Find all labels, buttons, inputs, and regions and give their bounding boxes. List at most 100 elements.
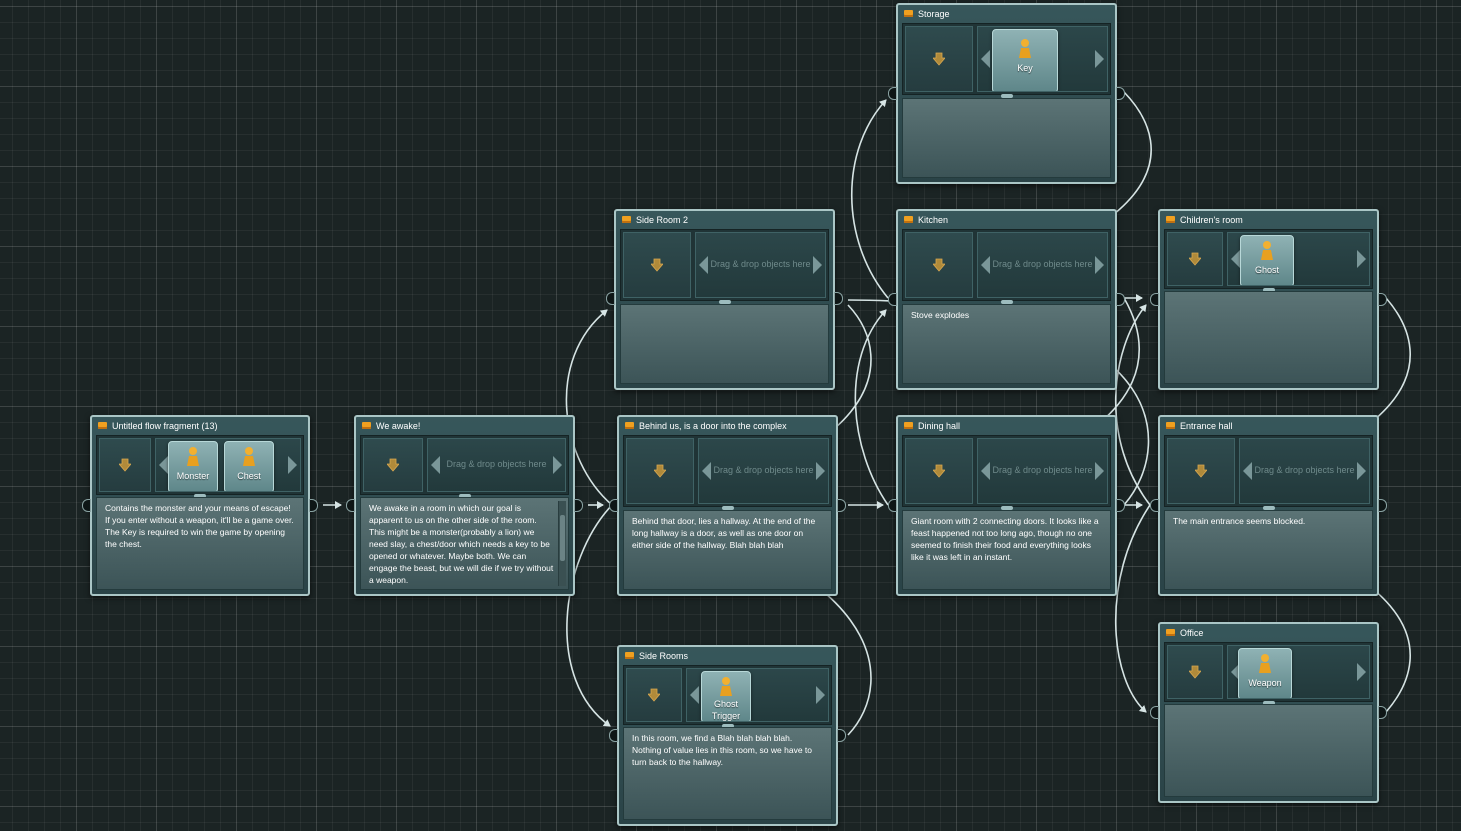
input-connector[interactable]	[1150, 706, 1159, 719]
resize-handle[interactable]	[1000, 94, 1013, 98]
scroll-left-icon[interactable]	[1231, 663, 1240, 681]
input-connector[interactable]	[346, 499, 355, 512]
input-pin-slot[interactable]	[363, 438, 423, 492]
scroll-left-icon[interactable]	[981, 462, 990, 480]
object-strip[interactable]: Weapon	[1227, 645, 1370, 699]
node-text[interactable]: Stove explodes	[902, 304, 1111, 384]
input-connector[interactable]	[888, 87, 897, 100]
input-connector[interactable]	[888, 293, 897, 306]
text-scrollbar[interactable]	[558, 501, 566, 586]
object-strip[interactable]: Key	[977, 26, 1108, 92]
resize-handle[interactable]	[1262, 506, 1275, 510]
scroll-right-icon[interactable]	[288, 456, 297, 474]
input-pin-slot[interactable]	[905, 26, 973, 92]
object-strip[interactable]: Ghost Trigger	[686, 668, 829, 722]
scroll-right-icon[interactable]	[1357, 462, 1366, 480]
input-pin-slot[interactable]	[1167, 438, 1235, 504]
node-kitchen[interactable]: Kitchen Drag & drop objects here Stove e…	[888, 209, 1125, 390]
pin-area[interactable]: Drag & drop objects here	[902, 435, 1111, 510]
pin-area[interactable]: Monster Chest	[96, 435, 304, 498]
pin-area[interactable]: Ghost	[1164, 229, 1373, 292]
scroll-left-icon[interactable]	[981, 256, 990, 274]
input-connector[interactable]	[82, 499, 91, 512]
node-text[interactable]: The main entrance seems blocked.	[1164, 510, 1373, 590]
object-chip-ghost-trigger[interactable]: Ghost Trigger	[701, 671, 751, 721]
object-chip-ghost[interactable]: Ghost	[1240, 235, 1294, 285]
input-pin-slot[interactable]	[1167, 232, 1223, 286]
node-text[interactable]	[902, 98, 1111, 178]
output-connector[interactable]	[837, 729, 846, 742]
object-strip[interactable]: Drag & drop objects here	[698, 438, 829, 504]
input-connector[interactable]	[888, 499, 897, 512]
node-text[interactable]	[620, 304, 829, 384]
object-strip[interactable]: Drag & drop objects here	[977, 232, 1108, 298]
scroll-left-icon[interactable]	[981, 50, 990, 68]
input-pin-slot[interactable]	[99, 438, 151, 492]
scroll-right-icon[interactable]	[1357, 250, 1366, 268]
object-strip[interactable]: Drag & drop objects here	[977, 438, 1108, 504]
output-connector[interactable]	[1116, 87, 1125, 100]
scroll-right-icon[interactable]	[1095, 462, 1104, 480]
input-pin-slot[interactable]	[1167, 645, 1223, 699]
resize-handle[interactable]	[194, 494, 206, 498]
scroll-right-icon[interactable]	[1357, 663, 1366, 681]
input-pin-slot[interactable]	[623, 232, 691, 298]
output-connector[interactable]	[574, 499, 583, 512]
pin-area[interactable]: Drag & drop objects here	[1164, 435, 1373, 510]
scroll-left-icon[interactable]	[431, 456, 440, 474]
input-pin-slot[interactable]	[626, 668, 682, 722]
pin-area[interactable]: Weapon	[1164, 642, 1373, 705]
output-connector[interactable]	[1378, 499, 1387, 512]
resize-handle[interactable]	[1000, 300, 1013, 304]
scroll-left-icon[interactable]	[159, 456, 168, 474]
input-pin-slot[interactable]	[905, 438, 973, 504]
scroll-left-icon[interactable]	[1243, 462, 1252, 480]
node-side-room-2[interactable]: Side Room 2 Drag & drop objects here	[606, 209, 843, 390]
node-dining-hall[interactable]: Dining hall Drag & drop objects here Gia…	[888, 415, 1125, 596]
output-connector[interactable]	[309, 499, 318, 512]
object-strip[interactable]: Drag & drop objects here	[427, 438, 566, 492]
pin-area[interactable]: Key	[902, 23, 1111, 98]
input-pin-slot[interactable]	[905, 232, 973, 298]
object-strip[interactable]: Drag & drop objects here	[695, 232, 826, 298]
node-storage[interactable]: Storage Key	[888, 3, 1125, 184]
scroll-right-icon[interactable]	[1095, 50, 1104, 68]
pin-area[interactable]: Drag & drop objects here	[360, 435, 569, 498]
output-connector[interactable]	[1116, 499, 1125, 512]
output-connector[interactable]	[1378, 706, 1387, 719]
node-text[interactable]	[1164, 704, 1373, 797]
object-chip-chest[interactable]: Chest	[224, 441, 274, 491]
node-text[interactable]: We awake in a room in which our goal is …	[360, 497, 569, 590]
node-text[interactable]: In this room, we find a Blah blah blah b…	[623, 727, 832, 820]
object-strip[interactable]: Ghost	[1227, 232, 1370, 286]
input-connector[interactable]	[606, 292, 615, 305]
resize-handle[interactable]	[721, 506, 734, 510]
scroll-thumb[interactable]	[560, 515, 565, 561]
node-text[interactable]	[1164, 291, 1373, 384]
resize-handle[interactable]	[458, 494, 471, 498]
node-text[interactable]: Behind that door, lies a hallway. At the…	[623, 510, 832, 590]
scroll-right-icon[interactable]	[816, 462, 825, 480]
input-connector[interactable]	[609, 499, 618, 512]
output-connector[interactable]	[1378, 293, 1387, 306]
node-untitled-flow-fragment[interactable]: Untitled flow fragment (13) Monster Ches…	[82, 415, 318, 596]
resize-handle[interactable]	[1000, 506, 1013, 510]
input-connector[interactable]	[1150, 293, 1159, 306]
scroll-left-icon[interactable]	[690, 686, 699, 704]
pin-area[interactable]: Ghost Trigger	[623, 665, 832, 728]
pin-area[interactable]: Drag & drop objects here	[902, 229, 1111, 304]
output-connector[interactable]	[1116, 293, 1125, 306]
scroll-left-icon[interactable]	[702, 462, 711, 480]
resize-handle[interactable]	[721, 724, 734, 728]
node-behind-us[interactable]: Behind us, is a door into the complex Dr…	[609, 415, 846, 596]
scroll-left-icon[interactable]	[699, 256, 708, 274]
scroll-right-icon[interactable]	[553, 456, 562, 474]
object-chip-monster[interactable]: Monster	[168, 441, 218, 491]
scroll-right-icon[interactable]	[816, 686, 825, 704]
input-pin-slot[interactable]	[626, 438, 694, 504]
node-text[interactable]: Giant room with 2 connecting doors. It l…	[902, 510, 1111, 590]
scroll-right-icon[interactable]	[1095, 256, 1104, 274]
resize-handle[interactable]	[718, 300, 731, 304]
output-connector[interactable]	[834, 292, 843, 305]
object-chip-key[interactable]: Key	[992, 29, 1058, 91]
